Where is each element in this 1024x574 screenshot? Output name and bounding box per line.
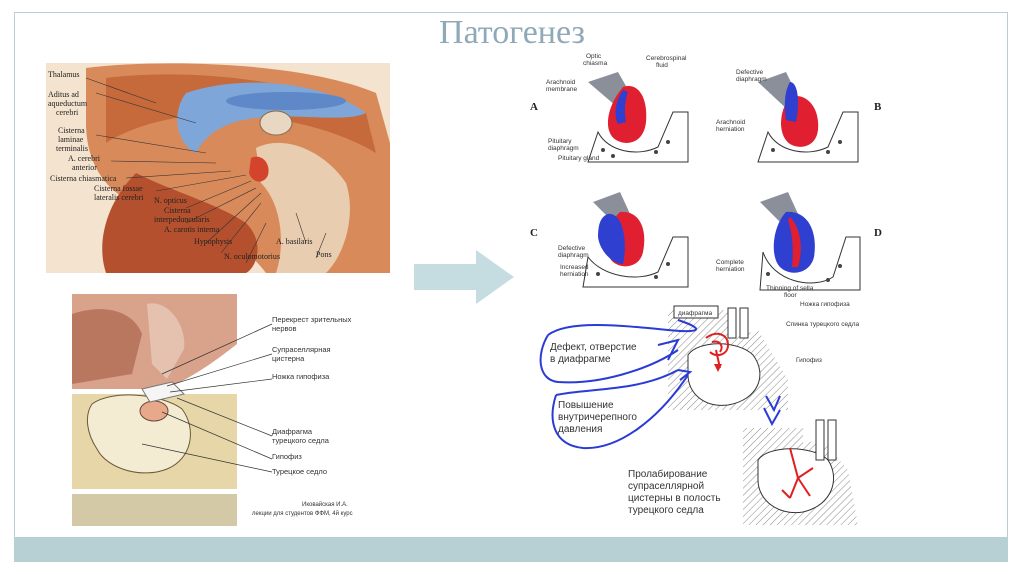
label-interped-1: Cisterna (164, 206, 191, 215)
stage-d-graphic (759, 192, 861, 291)
anatomy-sagittal-illustration: Thalamus Aditus ad aqueductum cerebri Ci… (46, 63, 390, 273)
label-archern-2: herniation (716, 126, 745, 133)
label-chiasma: chiasma (583, 60, 608, 67)
credit-author: Иковайская И.А. (302, 501, 348, 508)
label-increased-1: Increased (560, 264, 589, 271)
sella-section-illustration: Перекрест зрительных нервов Супраселлярн… (72, 294, 372, 526)
label-pitdia-1: Pituitary (548, 138, 572, 145)
label-fossae-2: lateralis cerebri (94, 193, 144, 202)
label-complete-2: herniation (716, 266, 745, 273)
label-fossae-1: Cisterna fossae (94, 184, 143, 193)
label-pituitary-gland: Pituitary gland (558, 155, 600, 162)
label-aditus-3: cerebri (56, 108, 79, 117)
label-cisterna-chiasmatica: Cisterna chiasmatica (50, 174, 117, 183)
label-suprasellar-2: цистерна (272, 354, 305, 363)
annotated-schematic-illustration: диафрагма Ножка гипофиза Спинка турецког… (528, 300, 890, 534)
note-pressure-3: давления (558, 424, 602, 435)
label-archern-1: Arachnoid (716, 119, 746, 126)
label-aditus-1: Aditus ad (48, 90, 79, 99)
label-hypophysis: Hypophysis (194, 237, 232, 246)
credit-course: лекции для студентов ФФМ, 4й курс (252, 510, 353, 517)
label-dorsum-right: Спинка турецкого седла (786, 321, 860, 328)
bottom-band (14, 537, 1008, 562)
stage-letter-b: B (874, 101, 882, 113)
label-complete-1: Complete (716, 259, 744, 266)
slide-title: Патогенез (439, 14, 585, 51)
label-defdia-c-1: Defective (558, 245, 585, 252)
anatomy-sagittal-panel: Thalamus Aditus ad aqueductum cerebri Ci… (46, 63, 390, 273)
label-chiasm-ru-2: нервов (272, 324, 297, 333)
label-a-cerebri-1: A. cerebri (68, 154, 101, 163)
diaphragm-label-box (673, 305, 719, 319)
label-oculomotorius: N. oculomotorius (224, 252, 280, 261)
label-optic: Optic (586, 53, 602, 60)
herniation-stages-illustration: A B C D Optic chiasma Cerebrospinal flui… (528, 52, 884, 298)
label-diaphragm-ru-1: Диафрагма (272, 427, 313, 436)
label-carotis: A. carotis interna (164, 225, 220, 234)
note-prolapse-3: цистерны в полость (628, 493, 721, 504)
note-pressure-1: Повышение (558, 400, 614, 411)
note-defect-1: Дефект, отверстие (550, 341, 637, 353)
label-arachnoid-1: Arachnoid (546, 79, 576, 86)
stage-c-graphic (582, 192, 689, 288)
label-csf-1: Cerebrospinal (646, 55, 687, 62)
label-csf-2: fluid (656, 62, 668, 69)
label-pons: Pons (316, 250, 332, 259)
label-diaphragm-ru-2: турецкого седла (272, 436, 330, 445)
stage-letter-c: C (530, 227, 538, 239)
label-arachnoid-2: membrane (546, 86, 577, 93)
label-interped-2: interpeduncularis (154, 215, 210, 224)
sella-section-panel: Перекрест зрительных нервов Супраселлярн… (72, 294, 372, 526)
right-arrow-icon (414, 250, 514, 304)
note-defect-2: в диафрагме (550, 353, 611, 365)
label-defdia-c-2: diaphragm (558, 252, 589, 259)
note-prolapse-4: турецкого седла (628, 505, 704, 516)
label-increased-2: herniation (560, 271, 589, 278)
note-pressure-2: внутричерепного (558, 412, 637, 423)
label-stalk-right: Ножка гипофиза (800, 301, 850, 308)
label-thinning-1: Thinning of sella (766, 285, 814, 292)
label-basilaris: A. basilaris (276, 237, 312, 246)
label-pituitary-right: Гипофиз (796, 357, 822, 364)
label-thalamus: Thalamus (48, 70, 80, 79)
herniation-stages-panel: A B C D Optic chiasma Cerebrospinal flui… (528, 52, 884, 298)
label-stalk-ru: Ножка гипофиза (272, 372, 330, 381)
label-cisterna-3: terminalis (56, 144, 88, 153)
stage-b-graphic (757, 72, 859, 163)
label-cisterna-2: laminae (58, 135, 84, 144)
label-suprasellar-1: Супраселлярная (272, 345, 331, 354)
label-defdia-b-1: Defective (736, 69, 763, 76)
label-defdia-b-2: diaphragm (736, 76, 767, 83)
diaphragm-box-text: диафрагма (678, 310, 712, 317)
label-a-cerebri-2: anterior (72, 163, 97, 172)
label-thinning-2: floor (784, 292, 797, 298)
label-n-opticus: N. opticus (154, 196, 187, 205)
stage-a-graphic (587, 72, 689, 163)
annotated-schematic-panel: диафрагма Ножка гипофиза Спинка турецког… (528, 300, 890, 534)
label-hypophysis-ru: Гипофиз (272, 452, 302, 461)
stage-letter-a: A (530, 101, 538, 113)
label-cisterna-1: Cisterna (58, 126, 85, 135)
label-sella-ru: Турецкое седло (272, 467, 327, 476)
label-aditus-2: aqueductum (48, 99, 88, 108)
label-chiasm-ru-1: Перекрест зрительных (272, 315, 352, 324)
stage-letter-d: D (874, 227, 882, 239)
note-prolapse-2: супраселлярной (628, 481, 704, 492)
label-pitdia-2: diaphragm (548, 145, 579, 152)
note-prolapse-1: Пролабирование (628, 468, 708, 480)
